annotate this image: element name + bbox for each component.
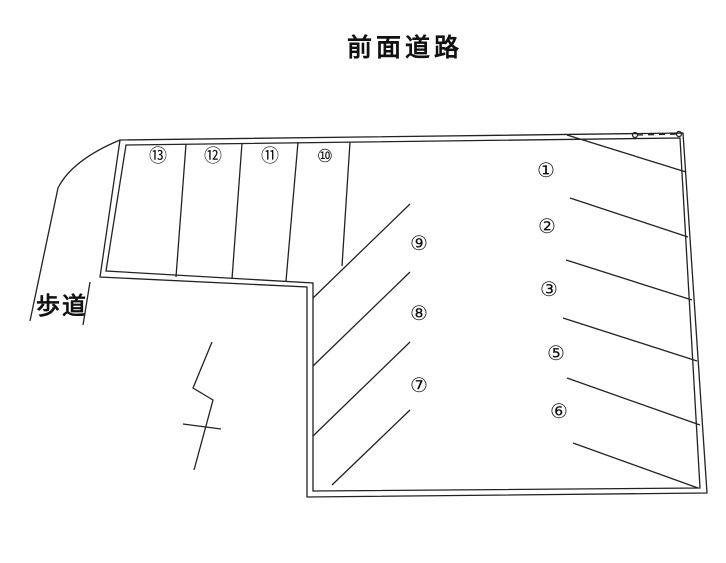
stall-divider — [566, 377, 701, 426]
stall-divider — [341, 141, 351, 267]
break-line-tick — [182, 423, 222, 430]
stall-divider — [231, 142, 243, 280]
space-label: ⑩ — [317, 146, 333, 167]
road-label: 前面道路 — [346, 33, 463, 62]
stall-divider — [175, 143, 187, 278]
break-line — [192, 341, 214, 471]
stall-divider — [285, 141, 299, 282]
stall-divider — [331, 409, 411, 486]
lot-boundary-outer — [99, 132, 708, 498]
stall-divider — [572, 442, 699, 489]
stall-divider — [566, 134, 687, 173]
space-label: ⑪ — [261, 146, 279, 167]
stall-divider — [562, 317, 698, 362]
lot-boundary-inner — [105, 137, 701, 492]
gate-chain — [636, 133, 679, 136]
space-label: ① — [537, 158, 555, 182]
stall-divider — [312, 341, 411, 437]
stall-divider — [312, 271, 411, 367]
space-label: ⑬ — [149, 146, 167, 167]
space-label: ⑦ — [410, 373, 428, 397]
space-label: ⑧ — [410, 301, 428, 325]
stall-divider — [569, 197, 689, 238]
space-label: ⑫ — [204, 146, 222, 167]
space-label: ⑨ — [410, 231, 428, 255]
stall-divider — [565, 259, 693, 301]
space-label: ③ — [540, 277, 558, 301]
space-label: ⑤ — [547, 341, 565, 365]
sidewalk-curb — [29, 139, 121, 322]
stall-divider — [312, 203, 411, 299]
space-label: ② — [538, 214, 556, 238]
space-label: ⑥ — [550, 399, 568, 423]
sidewalk-label: 歩道 — [36, 292, 88, 320]
gate-post — [675, 130, 683, 138]
gate-post — [631, 131, 639, 139]
sidewalk-edge — [82, 281, 91, 326]
